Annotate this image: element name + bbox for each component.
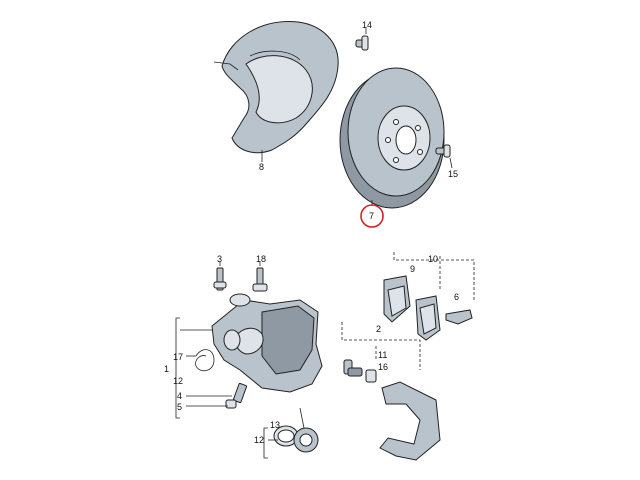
callout-15: 15 xyxy=(448,169,458,179)
dust-shield xyxy=(213,20,339,154)
callout-7: 7 xyxy=(369,211,374,221)
callout-12b: 12 xyxy=(254,435,264,445)
callout-9: 9 xyxy=(410,264,415,274)
caliper-bracket xyxy=(379,381,441,461)
piston-seal-ring xyxy=(273,425,319,453)
bolt-15 xyxy=(435,144,451,158)
anti-rattle-clip xyxy=(445,309,473,325)
callout-12a: 12 xyxy=(173,376,183,386)
callout-8: 8 xyxy=(259,162,264,172)
bleeder-valve xyxy=(225,382,248,409)
bolt-18 xyxy=(252,267,268,292)
callout-10: 10 xyxy=(428,254,438,264)
brake-pads xyxy=(383,275,441,341)
bolt-3 xyxy=(213,267,227,291)
callout-1: 1 xyxy=(164,364,169,374)
highlight-ring xyxy=(360,204,384,228)
callout-13: 13 xyxy=(270,420,280,430)
callout-16: 16 xyxy=(378,362,388,372)
guide-pin xyxy=(343,359,377,383)
callout-5: 5 xyxy=(177,402,182,412)
callout-3: 3 xyxy=(217,254,222,264)
callout-11: 11 xyxy=(378,350,387,360)
callout-6: 6 xyxy=(454,292,459,302)
brake-caliper xyxy=(211,293,323,393)
callout-4: 4 xyxy=(177,391,182,401)
bolt-14 xyxy=(355,35,369,51)
spring-clip xyxy=(195,349,215,372)
callout-18: 18 xyxy=(256,254,266,264)
callout-2: 2 xyxy=(376,324,381,334)
brake-disc xyxy=(339,67,445,209)
callout-17: 17 xyxy=(173,352,183,362)
callout-14: 14 xyxy=(362,20,372,30)
